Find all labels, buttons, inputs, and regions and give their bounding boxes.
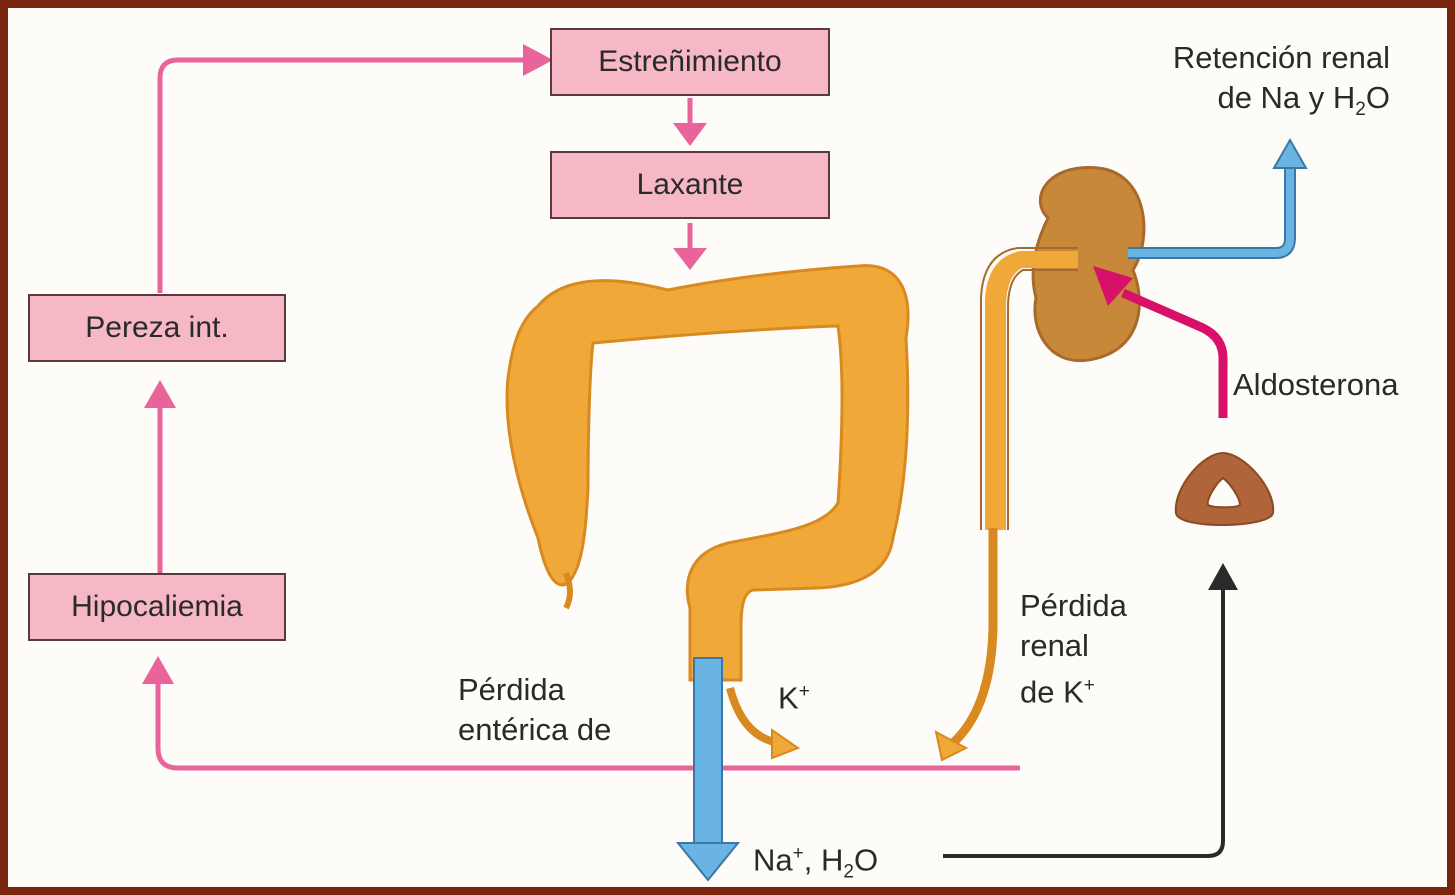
- arrowhead-down-colon: [673, 248, 707, 270]
- lazy-bowel-box: Pereza int.: [28, 294, 286, 362]
- potassium-label: K+: [778, 672, 810, 718]
- appendix: [566, 573, 570, 608]
- laxative-box: Laxante: [550, 151, 830, 219]
- arrowhead-up-lazy: [144, 380, 176, 408]
- arrowhead-down-laxative: [673, 123, 707, 146]
- sodium-water-label: Na+, H2O: [753, 834, 878, 887]
- constipation-box: Estreñimiento: [550, 28, 830, 96]
- renal-loss-label: Pérdida renal de K+: [1020, 586, 1127, 712]
- arrowhead-up-hypokalemia: [142, 656, 174, 684]
- diagram-graphics: [8, 8, 1447, 887]
- renal-retention-arrow: [1128, 140, 1306, 253]
- diagram-frame: Estreñimiento Laxante Pereza int. Hipoca…: [8, 8, 1447, 887]
- arrowhead-right-constipation: [523, 44, 553, 76]
- adrenal-gland: [1176, 453, 1273, 525]
- renal-retention-label: Retención renal de Na y H2O: [1088, 38, 1390, 130]
- aldosterone-label: Aldosterona: [1233, 365, 1398, 405]
- arrow-lazy-to-constipation: [160, 60, 523, 293]
- hypokalemia-box: Hipocaliemia: [28, 573, 286, 641]
- colon-organ: [507, 266, 908, 680]
- renal-potassium-arrow: [953, 528, 993, 743]
- enteric-loss-label: Pérdida entérica de: [458, 670, 611, 750]
